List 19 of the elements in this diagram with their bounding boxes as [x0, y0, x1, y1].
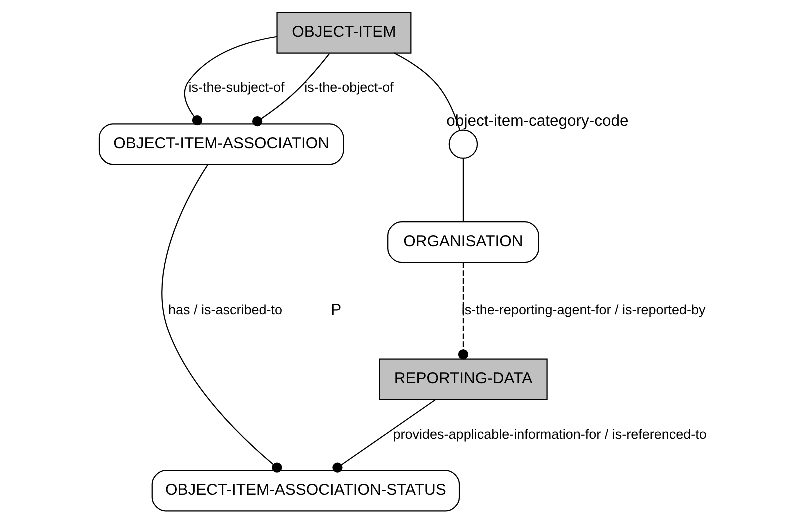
connector [162, 164, 282, 473]
node-box: OBJECT-ITEM-ASSOCIATION [98, 124, 344, 166]
label: P [331, 302, 342, 320]
connector [184, 36, 278, 126]
connector [458, 262, 469, 360]
node-box: ORGANISATION [388, 222, 540, 264]
node-box: OBJECT-ITEM [276, 12, 412, 54]
edge-label: is-the-subject-of [188, 80, 285, 96]
edge-label: has / is-ascribed-to [168, 302, 283, 318]
connector [394, 52, 461, 131]
node-box: OBJECT-ITEM-ASSOCIATION-STATUS [152, 470, 460, 512]
node-circle [448, 130, 478, 160]
connector [462, 158, 464, 222]
node-box: REPORTING-DATA [379, 358, 548, 400]
edge-label: is-the-reporting-agent-for / is-reported-by [462, 302, 706, 318]
connector [252, 53, 330, 127]
connector [332, 400, 436, 473]
edge-label: provides-applicable-information-for / is-referenced-to [393, 426, 707, 442]
edge-label: is-the-object-of [304, 80, 394, 96]
